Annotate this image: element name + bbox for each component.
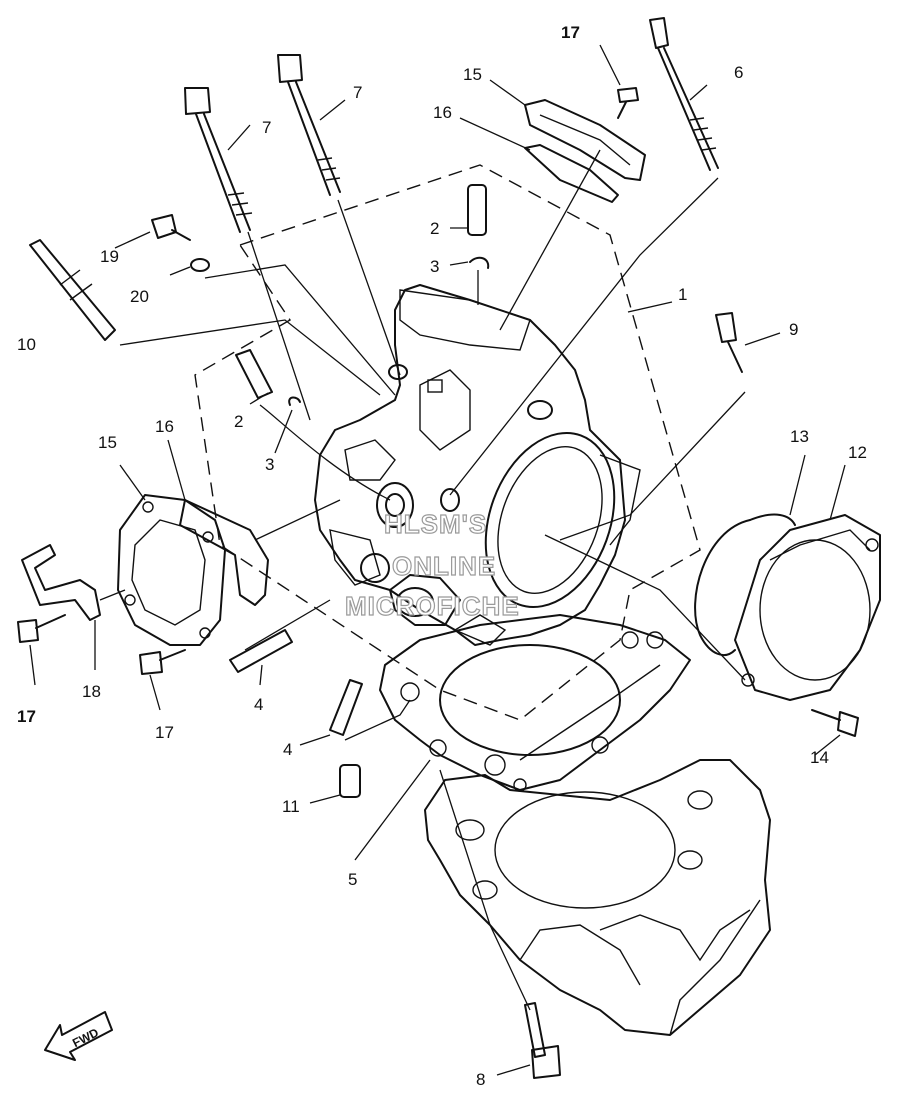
- stud-bolt-7-left: [184, 87, 253, 233]
- callout-17: 17: [561, 23, 580, 42]
- callout-17: 17: [155, 723, 174, 742]
- callout-9: 9: [789, 320, 798, 339]
- watermark: HLSM'S ONLINE MICROFICHE: [344, 508, 520, 621]
- callout-17: 17: [17, 707, 36, 726]
- callout-13: 13: [790, 427, 809, 446]
- callout-8: 8: [476, 1070, 485, 1089]
- callout-4: 4: [254, 695, 263, 714]
- cylinder-head: [314, 284, 641, 646]
- callout-5: 5: [348, 870, 357, 889]
- left-cap-cover: [117, 494, 226, 646]
- callout-labels: 1 2 2 3 3 4 4 5 6 7 7 8 9 10 11 12 13 14…: [17, 23, 867, 1089]
- bolt-17-top: [617, 87, 639, 119]
- stud-bolt-7-right: [277, 54, 341, 196]
- callout-2: 2: [234, 412, 243, 431]
- callout-1: 1: [678, 285, 687, 304]
- bracket-18: [21, 544, 101, 621]
- callout-7: 7: [262, 118, 271, 137]
- callout-15: 15: [463, 65, 482, 84]
- callout-16: 16: [433, 103, 452, 122]
- callout-6: 6: [734, 63, 743, 82]
- callout-10: 10: [17, 335, 36, 354]
- clip-3-left: [288, 396, 301, 406]
- callout-16: 16: [155, 417, 174, 436]
- stud-4-upper: [229, 629, 293, 673]
- stud-bolt-6: [649, 17, 719, 171]
- watermark-line-1: HLSM'S: [384, 509, 487, 539]
- watermark-line-2: ONLINE: [392, 551, 496, 581]
- top-cap-cover: [524, 99, 646, 181]
- callout-11: 11: [282, 797, 300, 816]
- bolt-19: [151, 214, 191, 241]
- callout-4: 4: [283, 740, 292, 759]
- valve-guide-2-left: [235, 349, 273, 399]
- bolt-17-lower: [139, 649, 186, 675]
- callout-18: 18: [82, 682, 101, 701]
- bolt-9: [715, 312, 743, 373]
- callout-14: 14: [810, 748, 829, 767]
- stud-4-lower: [329, 679, 363, 736]
- head-assembly-dashed-outline: [194, 164, 701, 721]
- leader-lines: [29, 44, 846, 1076]
- bolt-17-left: [17, 614, 66, 643]
- clip-3-top: [469, 256, 490, 269]
- forward-direction-arrow: FWD: [44, 1011, 113, 1061]
- callout-19: 19: [100, 247, 119, 266]
- side-cover: [734, 514, 881, 701]
- callout-3: 3: [265, 455, 274, 474]
- top-cap-gasket: [524, 144, 619, 203]
- spark-plug: [29, 239, 116, 341]
- side-cover-o-ring: [694, 513, 796, 656]
- valve-guide-2-top: [467, 184, 487, 236]
- watermark-line-3: MICROFICHE: [345, 591, 520, 621]
- head-gasket: [379, 614, 691, 792]
- callout-12: 12: [848, 443, 867, 462]
- callout-7: 7: [353, 83, 362, 102]
- callout-20: 20: [130, 287, 149, 306]
- bolt-14: [811, 709, 859, 737]
- callout-15: 15: [98, 433, 117, 452]
- washer-20: [190, 258, 210, 272]
- dowel-11: [339, 764, 361, 798]
- callout-2: 2: [430, 219, 439, 238]
- bolt-8: [524, 1002, 561, 1079]
- cylinder-block: [424, 759, 771, 1036]
- callout-3: 3: [430, 257, 439, 276]
